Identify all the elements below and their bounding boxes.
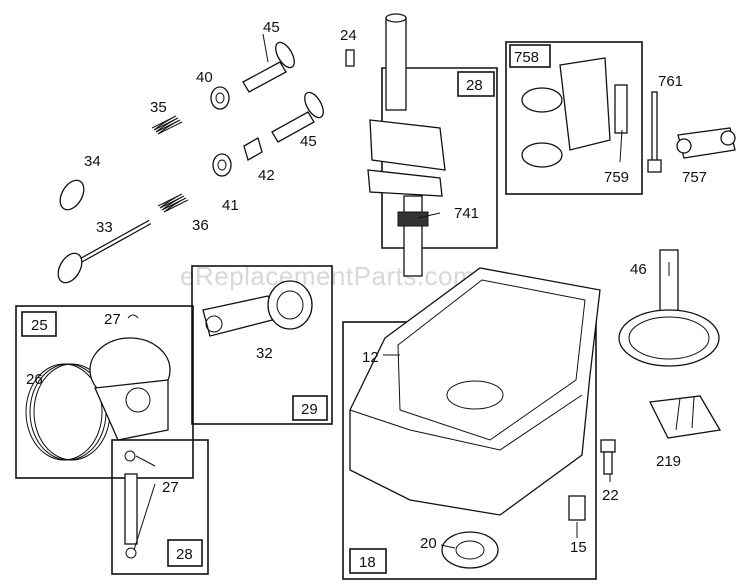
group-tag-25 xyxy=(21,311,57,337)
group-label-16: 28 xyxy=(466,77,483,94)
callout-46: 46 xyxy=(630,261,647,278)
piston-25 xyxy=(89,337,171,441)
group-label-28: 28 xyxy=(176,546,193,563)
group-tag-758 xyxy=(509,44,551,68)
callout-45a: 45 xyxy=(263,19,280,36)
callout-24: 24 xyxy=(340,27,357,44)
tappet-45-bottom xyxy=(271,91,324,143)
leader-lines xyxy=(133,33,670,551)
tappet-45-top xyxy=(242,41,295,93)
link-757 xyxy=(676,127,736,159)
bolt-761 xyxy=(647,91,662,173)
callout-741: 741 xyxy=(454,205,479,222)
wrist-pin-28 xyxy=(124,450,138,559)
retainer-40 xyxy=(210,86,230,110)
group-tag-29 xyxy=(292,395,328,421)
callout-20: 20 xyxy=(420,535,437,552)
group-tag-28 xyxy=(167,539,203,567)
callout-22: 22 xyxy=(602,487,619,504)
group-tag-16 xyxy=(457,71,495,97)
valve-33 xyxy=(57,219,152,284)
counterweight-758 xyxy=(521,57,628,168)
callout-27a: 27 xyxy=(104,311,121,328)
group-tag-18 xyxy=(349,548,387,574)
seal-20 xyxy=(441,531,499,569)
group-box-28 xyxy=(111,439,209,575)
drain-plug-15 xyxy=(568,495,586,521)
group-label-18: 18 xyxy=(359,554,376,571)
valve-34 xyxy=(59,146,151,211)
callout-40: 40 xyxy=(196,69,213,86)
callout-45b: 45 xyxy=(300,133,317,150)
callout-759: 759 xyxy=(604,169,629,186)
callout-219: 219 xyxy=(656,453,681,470)
callout-32: 32 xyxy=(256,345,273,362)
callout-27b: 27 xyxy=(162,479,179,496)
group-label-25: 25 xyxy=(31,317,48,334)
connecting-rod-32 xyxy=(202,280,313,337)
callout-12: 12 xyxy=(362,349,379,366)
callout-26: 26 xyxy=(26,371,43,388)
callout-41: 41 xyxy=(222,197,239,214)
spring-35 xyxy=(151,115,183,135)
clip-27-top xyxy=(127,314,139,319)
callout-35: 35 xyxy=(150,99,167,116)
callout-33: 33 xyxy=(96,219,113,236)
retainer-41 xyxy=(212,153,232,177)
group-box-25 xyxy=(15,305,194,479)
callout-36: 36 xyxy=(192,217,209,234)
group-label-758: 758 xyxy=(514,49,539,66)
bolt-22 xyxy=(600,439,616,475)
crankshaft-16 xyxy=(367,13,446,277)
sump-12 xyxy=(349,267,601,516)
camshaft-46 xyxy=(618,249,720,367)
callout-34: 34 xyxy=(84,153,101,170)
spring-36 xyxy=(157,193,189,213)
callout-757: 757 xyxy=(682,169,707,186)
group-box-758 xyxy=(505,41,643,195)
key-24 xyxy=(345,49,355,67)
collet-42 xyxy=(243,137,263,161)
callout-15: 15 xyxy=(570,539,587,556)
governor-219 xyxy=(649,395,722,439)
callout-42: 42 xyxy=(258,167,275,184)
group-label-29: 29 xyxy=(301,401,318,418)
group-box-29 xyxy=(191,265,333,425)
callout-761: 761 xyxy=(658,73,683,90)
